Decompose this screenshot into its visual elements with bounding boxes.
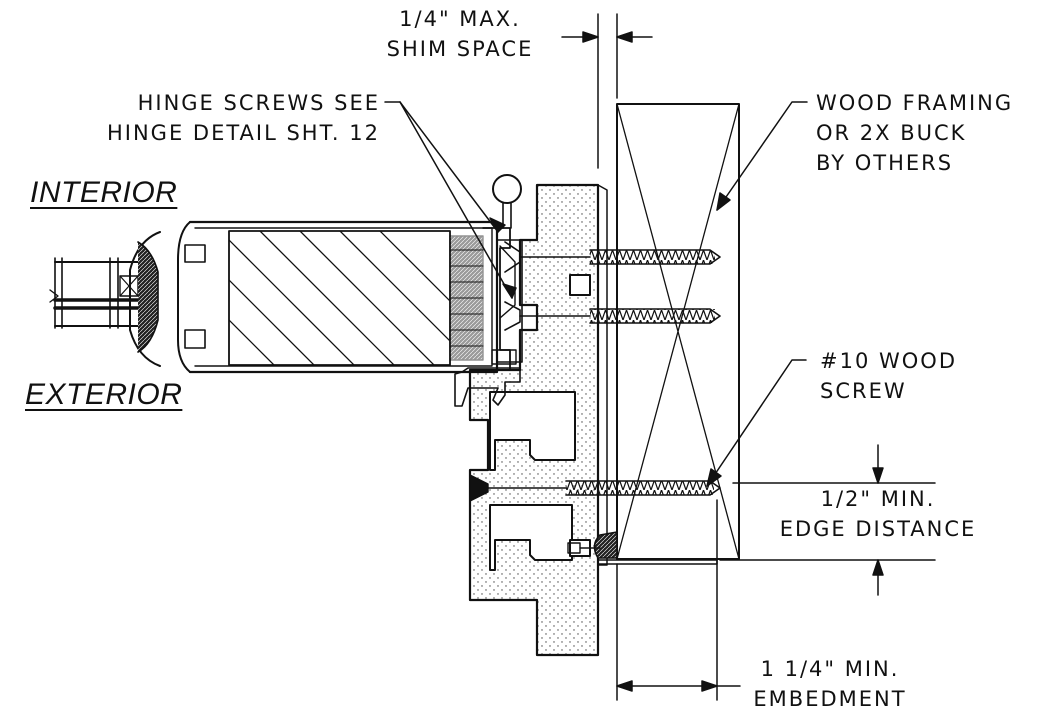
- shim-line-1: 1/4" MAX.: [399, 7, 521, 31]
- embed-line-1: 1 1/4" MIN.: [760, 657, 900, 681]
- screw-line-2: SCREW: [820, 379, 907, 403]
- hinge-screws-note: HINGE SCREWS SEE HINGE DETAIL SHT. 12: [70, 88, 380, 148]
- framing-line-1: WOOD FRAMING: [816, 91, 1014, 115]
- small-fastener: [567, 542, 601, 554]
- hinge-leader: [384, 101, 517, 299]
- embedment-dimension: [616, 499, 741, 701]
- hinge-screw-lower: [504, 301, 721, 331]
- embedment-note: 1 1/4" MIN. EMBEDMENT: [735, 654, 925, 714]
- framing-line-3: BY OTHERS: [816, 151, 954, 175]
- hinge-line-2: HINGE DETAIL SHT. 12: [106, 121, 380, 145]
- hinge-screw-upper: [504, 241, 721, 273]
- wood-screw-10: [469, 474, 721, 502]
- shim-space-note: 1/4" MAX. SHIM SPACE: [360, 4, 560, 64]
- edge-distance-note: 1/2" MIN. EDGE DISTANCE: [768, 484, 988, 544]
- screw-line-1: #10 WOOD: [820, 349, 957, 373]
- hinge: [454, 174, 523, 407]
- hinge-line-1: HINGE SCREWS SEE: [137, 91, 380, 115]
- exterior-label: EXTERIOR: [25, 378, 183, 411]
- sash-panel: [49, 220, 517, 374]
- embed-line-2: EMBEDMENT: [753, 687, 907, 711]
- shim-line-2: SHIM SPACE: [386, 37, 534, 61]
- screw-leader: [706, 359, 807, 487]
- wood-screw-note: #10 WOOD SCREW: [820, 346, 957, 406]
- edge-line-2: EDGE DISTANCE: [779, 517, 977, 541]
- interior-label: INTERIOR: [30, 176, 178, 209]
- edge-dimension: [719, 444, 936, 596]
- framing-leader: [716, 101, 808, 211]
- edge-line-1: 1/2" MIN.: [820, 487, 936, 511]
- shim-dimension: [561, 13, 653, 169]
- framing-line-2: OR 2X BUCK: [816, 121, 967, 145]
- jamb-frame: [468, 183, 718, 657]
- wood-framing-note: WOOD FRAMING OR 2X BUCK BY OTHERS: [816, 88, 1013, 178]
